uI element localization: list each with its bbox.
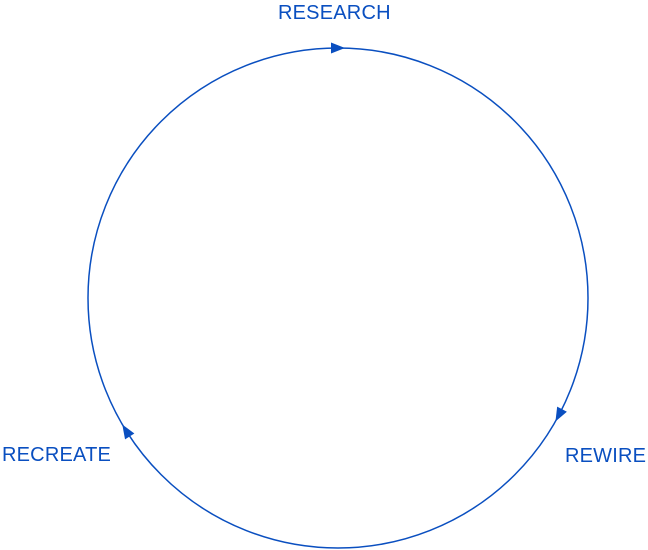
stage-label-rewire: REWIRE (565, 445, 647, 467)
stage-label-research: RESEARCH (278, 2, 391, 24)
arrowhead-icon (122, 424, 135, 440)
arrowhead-icon (331, 42, 345, 54)
arrowhead-icon (555, 406, 567, 422)
cycle-circle (87, 47, 589, 549)
stage-label-recreate: RECREATE (2, 444, 112, 466)
